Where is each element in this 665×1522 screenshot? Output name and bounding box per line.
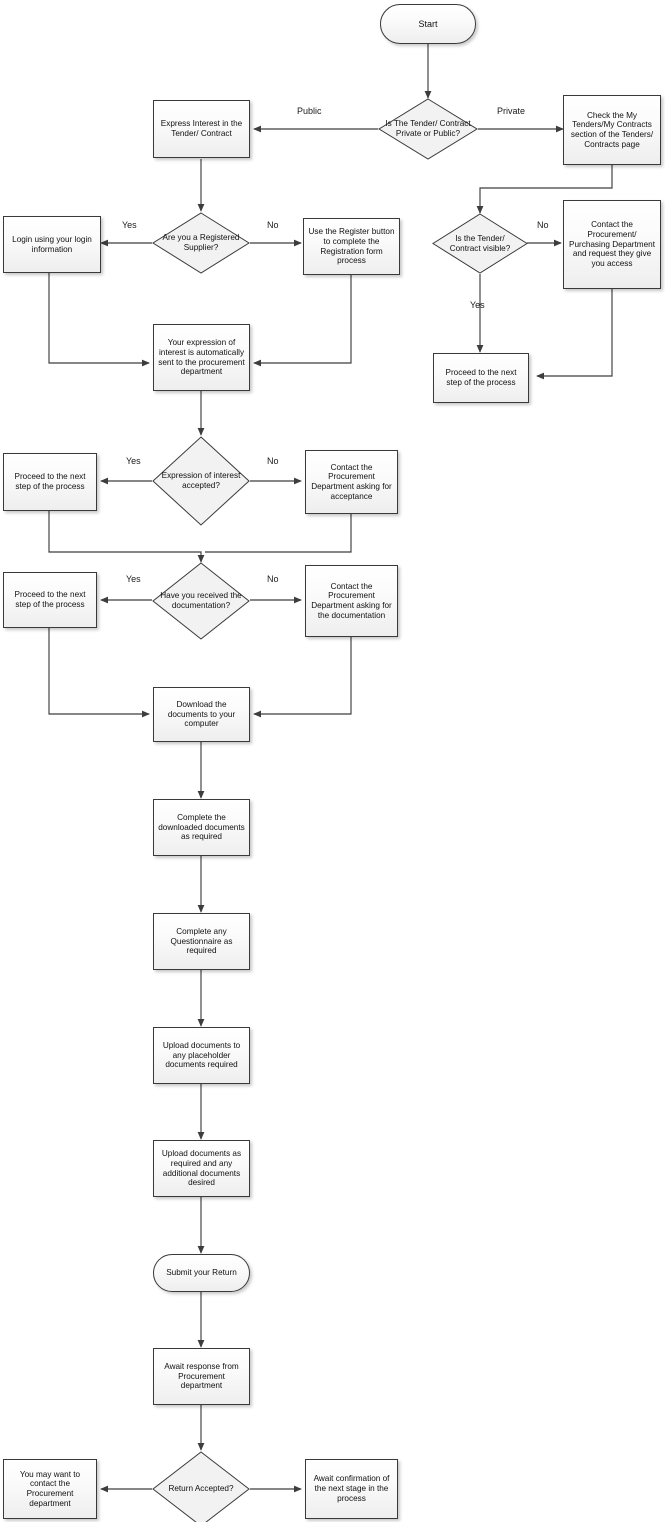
node-login[interactable]: Login using your login information bbox=[3, 216, 101, 273]
node-submit-your-return-label: Submit your Return bbox=[166, 1268, 237, 1278]
node-contact-procurement-acceptance-label: Contact the Procurement Department askin… bbox=[311, 462, 392, 501]
node-proceed-next-step-right[interactable]: Proceed to the next step of the process bbox=[433, 353, 529, 403]
diamond-shape bbox=[152, 212, 250, 274]
edge-label-no-visible: No bbox=[537, 220, 549, 230]
diamond-shape bbox=[152, 436, 250, 526]
edge-contact-acceptance-to-received-docs bbox=[205, 514, 352, 553]
diamond-shape bbox=[152, 562, 250, 640]
edge-register-to-eoi-sent bbox=[253, 275, 352, 367]
node-expression-of-interest-sent-label: Your expression of interest is automatic… bbox=[158, 338, 245, 377]
node-are-you-registered-supplier-label: Are you a Registered Supplier? bbox=[162, 233, 240, 252]
edge-label-no-registered: No bbox=[267, 220, 279, 230]
node-contact-purchasing-department-label: Contact the Procurement/ Purchasing Depa… bbox=[568, 220, 655, 268]
node-check-my-tenders-label: Check the My Tenders/My Contracts sectio… bbox=[570, 110, 654, 149]
node-complete-downloaded-documents[interactable]: Complete the downloaded documents as req… bbox=[153, 799, 250, 856]
node-await-response[interactable]: Await response from Procurement departme… bbox=[153, 1348, 250, 1405]
edge-label-no-received: No bbox=[267, 574, 279, 584]
edge-login-to-eoi-sent bbox=[48, 273, 150, 367]
node-expression-of-interest-accepted-label: Expression of interest accepted? bbox=[161, 471, 241, 490]
node-check-my-tenders[interactable]: Check the My Tenders/My Contracts sectio… bbox=[563, 95, 661, 165]
node-complete-questionnaire[interactable]: Complete any Questionnaire as required bbox=[153, 913, 250, 970]
node-download-documents-label: Download the documents to your computer bbox=[167, 699, 236, 729]
edge-label-yes-registered: Yes bbox=[122, 220, 137, 230]
node-complete-downloaded-documents-label: Complete the downloaded documents as req… bbox=[158, 812, 245, 842]
edge-label-yes-visible: Yes bbox=[470, 300, 485, 310]
node-you-may-want-to-contact[interactable]: You may want to contact the Procurement … bbox=[3, 1459, 97, 1519]
node-proceed-next-step-1-label: Proceed to the next step of the process bbox=[14, 472, 86, 491]
diamond-shape bbox=[152, 1451, 250, 1522]
node-contact-procurement-documentation[interactable]: Contact the Procurement Department askin… bbox=[305, 565, 398, 637]
edge-proceed-2-to-download-docs bbox=[48, 628, 150, 718]
node-await-confirmation[interactable]: Await confirmation of the next stage in … bbox=[305, 1459, 398, 1519]
node-use-register-button-label: Use the Register button to complete the … bbox=[308, 227, 395, 266]
edge-label-no-eoi: No bbox=[267, 456, 279, 466]
node-expression-of-interest-accepted[interactable]: Expression of interest accepted? bbox=[152, 436, 250, 526]
node-is-tender-visible[interactable]: Is the Tender/ Contract visible? bbox=[432, 213, 528, 274]
node-contact-procurement-documentation-label: Contact the Procurement Department askin… bbox=[311, 581, 392, 620]
node-you-may-want-to-contact-label: You may want to contact the Procurement … bbox=[19, 1469, 81, 1508]
node-start-label: Start bbox=[418, 18, 438, 29]
node-are-you-registered-supplier[interactable]: Are you a Registered Supplier? bbox=[152, 212, 250, 274]
node-proceed-next-step-2[interactable]: Proceed to the next step of the process bbox=[3, 572, 97, 628]
diamond-shape bbox=[378, 98, 478, 160]
node-use-register-button[interactable]: Use the Register button to complete the … bbox=[303, 218, 400, 275]
edge-label-private: Private bbox=[497, 106, 526, 116]
diamond-shape bbox=[432, 213, 528, 274]
node-contact-procurement-acceptance[interactable]: Contact the Procurement Department askin… bbox=[305, 450, 398, 514]
node-is-tender-visible-label: Is the Tender/ Contract visible? bbox=[449, 233, 511, 253]
node-contact-purchasing-department[interactable]: Contact the Procurement/ Purchasing Depa… bbox=[563, 200, 661, 289]
node-return-accepted[interactable]: Return Accepted? bbox=[152, 1451, 250, 1522]
node-expression-of-interest-sent[interactable]: Your expression of interest is automatic… bbox=[153, 324, 250, 391]
node-upload-additional-documents-label: Upload documents as required and any add… bbox=[161, 1149, 242, 1188]
node-is-tender-private-or-public-label: Is The Tender/ Contract Private or Publi… bbox=[385, 119, 471, 138]
node-submit-your-return[interactable]: Submit your Return bbox=[153, 1254, 250, 1292]
node-express-interest[interactable]: Express Interest in the Tender/ Contract bbox=[153, 100, 250, 158]
edge-contact-purchasing-to-proceed-right bbox=[536, 289, 613, 380]
node-upload-additional-documents[interactable]: Upload documents as required and any add… bbox=[153, 1140, 250, 1197]
node-express-interest-label: Express Interest in the Tender/ Contract bbox=[160, 119, 243, 138]
node-await-response-label: Await response from Procurement departme… bbox=[164, 1361, 239, 1391]
edge-contact-docs-to-download-docs bbox=[253, 637, 352, 718]
node-have-you-received-documentation-label: Have you received the documentation? bbox=[160, 591, 242, 610]
node-upload-placeholder-documents[interactable]: Upload documents to any placeholder docu… bbox=[153, 1027, 250, 1084]
node-proceed-next-step-2-label: Proceed to the next step of the process bbox=[14, 590, 86, 609]
node-start[interactable]: Start bbox=[380, 4, 476, 44]
edge-check-my-tenders-to-visible bbox=[476, 165, 613, 214]
edge-label-public: Public bbox=[297, 106, 322, 116]
node-download-documents[interactable]: Download the documents to your computer bbox=[153, 687, 250, 742]
node-complete-questionnaire-label: Complete any Questionnaire as required bbox=[170, 926, 233, 956]
edge-label-yes-received: Yes bbox=[126, 574, 141, 584]
edge-label-yes-eoi: Yes bbox=[126, 456, 141, 466]
edge-proceed-1-to-received-docs bbox=[48, 511, 205, 563]
node-return-accepted-label: Return Accepted? bbox=[168, 1484, 234, 1494]
node-login-label: Login using your login information bbox=[12, 234, 92, 254]
node-proceed-next-step-1[interactable]: Proceed to the next step of the process bbox=[3, 453, 97, 511]
node-have-you-received-documentation[interactable]: Have you received the documentation? bbox=[152, 562, 250, 640]
node-is-tender-private-or-public[interactable]: Is The Tender/ Contract Private or Publi… bbox=[378, 98, 478, 160]
node-proceed-next-step-right-label: Proceed to the next step of the process bbox=[445, 368, 517, 387]
node-upload-placeholder-documents-label: Upload documents to any placeholder docu… bbox=[162, 1040, 241, 1070]
node-await-confirmation-label: Await confirmation of the next stage in … bbox=[313, 1474, 390, 1503]
